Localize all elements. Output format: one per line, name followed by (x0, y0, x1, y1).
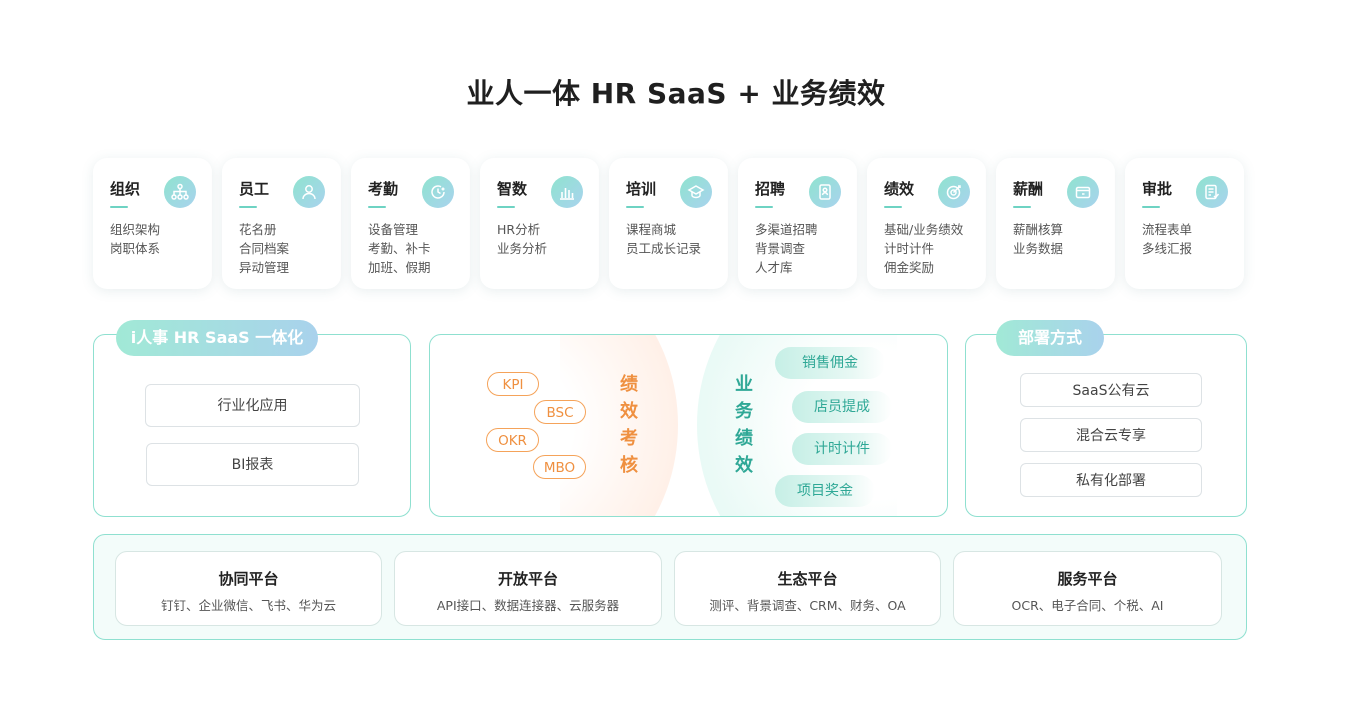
assessment-char: 核 (620, 455, 638, 476)
approval-form-icon (1196, 176, 1228, 208)
project-bonus-item: 项目奖金 (775, 475, 875, 507)
module-line: 薪酬核算 (1013, 222, 1064, 237)
resume-icon (809, 176, 841, 208)
module-name: 薪酬 (1013, 180, 1044, 198)
business-char: 务 (735, 401, 753, 422)
module-name: 智数 (497, 180, 528, 198)
business-char: 业 (735, 374, 753, 395)
wallet-icon (1067, 176, 1099, 208)
private-deploy-button[interactable]: 私有化部署 (1020, 463, 1202, 497)
module-name: 组织 (110, 180, 141, 198)
module-line: 课程商城 (626, 222, 677, 237)
module-line: 人才库 (755, 260, 793, 275)
module-underline (368, 206, 386, 208)
hr-saas-panel-title: i人事 HR SaaS 一体化 (116, 320, 318, 356)
platform-name: 生态平台 (777, 570, 838, 588)
module-name: 培训 (626, 180, 657, 198)
business-char: 绩 (735, 428, 753, 449)
module-underline (626, 206, 644, 208)
user-icon (293, 176, 325, 208)
module-line: 加班、假期 (368, 260, 431, 275)
platform-desc: API接口、数据连接器、云服务器 (436, 598, 620, 613)
assessment-arc (560, 335, 678, 516)
module-line: 考勤、补卡 (368, 241, 431, 256)
module-line: 业务数据 (1013, 241, 1064, 256)
module-card-analytics[interactable]: 智数 HR分析 业务分析 (480, 158, 599, 289)
clerk-commission-item: 店员提成 (792, 391, 892, 423)
platform-desc: 钉钉、企业微信、飞书、华为云 (160, 598, 336, 613)
module-card-performance[interactable]: 绩效 基础/业务绩效 计时计件 佣金奖励 (867, 158, 986, 289)
module-line: 流程表单 (1142, 222, 1193, 237)
bar-chart-icon (551, 176, 583, 208)
mbo-tag: MBO (533, 455, 586, 479)
platform-collab[interactable]: 协同平台 钉钉、企业微信、飞书、华为云 (115, 551, 382, 626)
target-icon (938, 176, 970, 208)
module-line: 组织架构 (110, 222, 161, 237)
module-name: 绩效 (884, 180, 915, 198)
bi-report-button[interactable]: BI报表 (146, 443, 359, 486)
platform-name: 协同平台 (218, 570, 279, 588)
module-name: 审批 (1142, 180, 1173, 198)
module-line: 背景调查 (755, 241, 806, 256)
module-line: 设备管理 (368, 222, 419, 237)
hybrid-cloud-button[interactable]: 混合云专享 (1020, 418, 1202, 452)
module-line: 员工成长记录 (626, 241, 702, 256)
module-line: 计时计件 (884, 241, 935, 256)
kpi-tag: KPI (487, 372, 539, 396)
module-line: 异动管理 (239, 260, 290, 275)
assessment-label: 绩 效 考 核 (619, 371, 639, 479)
platform-name: 开放平台 (497, 570, 558, 588)
clock-icon (422, 176, 454, 208)
assessment-char: 考 (620, 428, 638, 449)
platform-name: 服务平台 (1057, 570, 1118, 588)
module-card-training[interactable]: 培训 课程商城 员工成长记录 (609, 158, 728, 289)
module-line: 多线汇报 (1142, 241, 1193, 256)
module-card-recruit[interactable]: 招聘 多渠道招聘 背景调查 人才库 (738, 158, 857, 289)
platform-desc: 测评、背景调查、CRM、财务、OA (709, 598, 906, 613)
page-title: 业人一体 HR SaaS + 业务绩效 (466, 77, 886, 110)
bsc-tag: BSC (534, 400, 586, 424)
module-line: 花名册 (239, 222, 277, 237)
module-name: 考勤 (368, 180, 399, 198)
module-underline (755, 206, 773, 208)
graduation-cap-icon (680, 176, 712, 208)
platform-desc: OCR、电子合同、个税、AI (1011, 598, 1164, 613)
module-underline (497, 206, 515, 208)
platform-open[interactable]: 开放平台 API接口、数据连接器、云服务器 (394, 551, 662, 626)
business-label: 业 务 绩 效 (734, 371, 754, 479)
module-card-salary[interactable]: 薪酬 薪酬核算 业务数据 (996, 158, 1115, 289)
module-card-approval[interactable]: 审批 流程表单 多线汇报 (1125, 158, 1244, 289)
piecework-item: 计时计件 (792, 433, 892, 465)
module-line: 基础/业务绩效 (884, 222, 964, 237)
business-char: 效 (735, 455, 753, 476)
module-card-attendance[interactable]: 考勤 设备管理 考勤、补卡 加班、假期 (351, 158, 470, 289)
module-card-employee[interactable]: 员工 花名册 合同档案 异动管理 (222, 158, 341, 289)
module-line: 业务分析 (497, 241, 548, 256)
assessment-char: 绩 (620, 374, 638, 395)
module-underline (884, 206, 902, 208)
module-underline (110, 206, 128, 208)
okr-tag: OKR (486, 428, 539, 452)
platform-service[interactable]: 服务平台 OCR、电子合同、个税、AI (953, 551, 1222, 626)
assessment-char: 效 (620, 401, 638, 422)
module-underline (239, 206, 257, 208)
module-line: 佣金奖励 (884, 260, 935, 275)
module-underline (1142, 206, 1160, 208)
module-line: 岗职体系 (110, 241, 161, 256)
sales-commission-item: 销售佣金 (775, 347, 885, 379)
module-name: 招聘 (755, 180, 786, 198)
industry-app-button[interactable]: 行业化应用 (145, 384, 360, 427)
saas-public-cloud-button[interactable]: SaaS公有云 (1020, 373, 1202, 407)
module-name: 员工 (239, 180, 270, 198)
deployment-panel-title: 部署方式 (996, 320, 1104, 356)
module-card-org[interactable]: 组织 组织架构 岗职体系 (93, 158, 212, 289)
module-line: HR分析 (497, 222, 541, 237)
org-chart-icon (164, 176, 196, 208)
platform-eco[interactable]: 生态平台 测评、背景调查、CRM、财务、OA (674, 551, 941, 626)
module-line: 多渠道招聘 (755, 222, 818, 237)
module-underline (1013, 206, 1031, 208)
module-line: 合同档案 (239, 241, 290, 256)
